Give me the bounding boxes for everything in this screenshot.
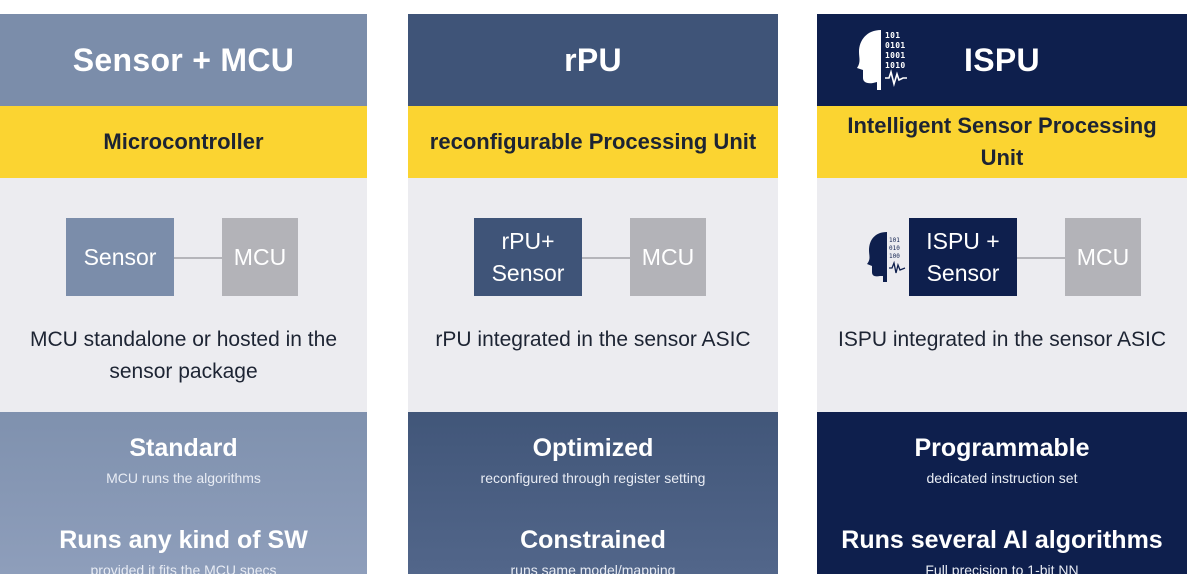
architecture-diagram: 101 010 100 ISPU + Sensor MCU ISPU integ… xyxy=(817,178,1187,418)
column-title: Sensor + MCU xyxy=(72,41,295,78)
svg-text:1010: 1010 xyxy=(885,61,905,70)
diagram-caption: rPU integrated in the sensor ASIC xyxy=(435,328,751,351)
rpu-sensor-box: rPU+ Sensor xyxy=(474,218,582,296)
mcu-box: MCU xyxy=(1065,218,1141,296)
column-subtitle: reconfigurable Processing Unit xyxy=(408,106,778,178)
feature-title: Standard xyxy=(129,434,238,462)
ai-head-icon: 101 010 100 xyxy=(867,232,906,282)
ai-head-binary-icon: 101 0101 1001 1010 xyxy=(857,30,907,90)
column-header: Sensor + MCU xyxy=(0,14,367,106)
feature-title: Runs several AI algorithms xyxy=(841,526,1163,554)
connector-line xyxy=(1017,257,1065,259)
feature-subtitle: MCU runs the algorithms xyxy=(106,470,261,486)
architecture-diagram: rPU+ Sensor MCU rPU integrated in the se… xyxy=(408,178,778,418)
sensor-mcu-column: Sensor + MCU Microcontroller Sensor MCU … xyxy=(0,14,367,574)
diagram-caption: MCU standalone or hosted in the sensor p… xyxy=(29,328,337,383)
architecture-diagram: Sensor MCU MCU standalone or hosted in t… xyxy=(0,178,367,418)
feature-subtitle: runs same model/mapping xyxy=(510,562,676,574)
connector-line xyxy=(174,257,222,259)
features-panel: Programmable dedicated instruction set R… xyxy=(817,412,1187,574)
svg-text:101: 101 xyxy=(885,31,900,40)
column-subtitle: Microcontroller xyxy=(0,106,367,178)
features-panel: Standard MCU runs the algorithms Runs an… xyxy=(0,412,367,574)
feature-subtitle: provided it fits the MCU specs xyxy=(90,562,277,574)
svg-text:100: 100 xyxy=(889,253,900,260)
mcu-box: MCU xyxy=(630,218,706,296)
feature-subtitle: Full precision to 1-bit NN xyxy=(925,562,1079,574)
features-panel: Optimized reconfigured through register … xyxy=(408,412,778,574)
svg-text:1001: 1001 xyxy=(885,51,905,60)
column-subtitle: Intelligent Sensor Processing Unit xyxy=(817,106,1187,178)
ispu-column: 101 0101 1001 1010 ISPU Intelligent Sens… xyxy=(817,14,1187,574)
sensor-box: Sensor xyxy=(66,218,174,296)
column-title: rPU xyxy=(564,41,622,78)
svg-text:0101: 0101 xyxy=(885,41,905,50)
feature-subtitle: dedicated instruction set xyxy=(926,470,1078,486)
feature-title: Runs any kind of SW xyxy=(59,526,308,554)
mcu-box: MCU xyxy=(222,218,298,296)
svg-text:010: 010 xyxy=(889,245,900,252)
column-header: rPU xyxy=(408,14,778,106)
column-header: 101 0101 1001 1010 ISPU xyxy=(817,14,1187,106)
ispu-sensor-box: ISPU + Sensor xyxy=(909,218,1017,296)
feature-title: Optimized xyxy=(532,434,654,462)
diagram-caption: ISPU integrated in the sensor ASIC xyxy=(837,328,1166,351)
rpu-column: rPU reconfigurable Processing Unit rPU+ … xyxy=(408,14,778,574)
feature-title: Programmable xyxy=(914,434,1090,462)
connector-line xyxy=(582,257,630,259)
svg-text:101: 101 xyxy=(889,237,900,244)
feature-title: Constrained xyxy=(520,526,666,554)
column-title: ISPU xyxy=(964,41,1040,78)
feature-subtitle: reconfigured through register setting xyxy=(480,470,706,486)
